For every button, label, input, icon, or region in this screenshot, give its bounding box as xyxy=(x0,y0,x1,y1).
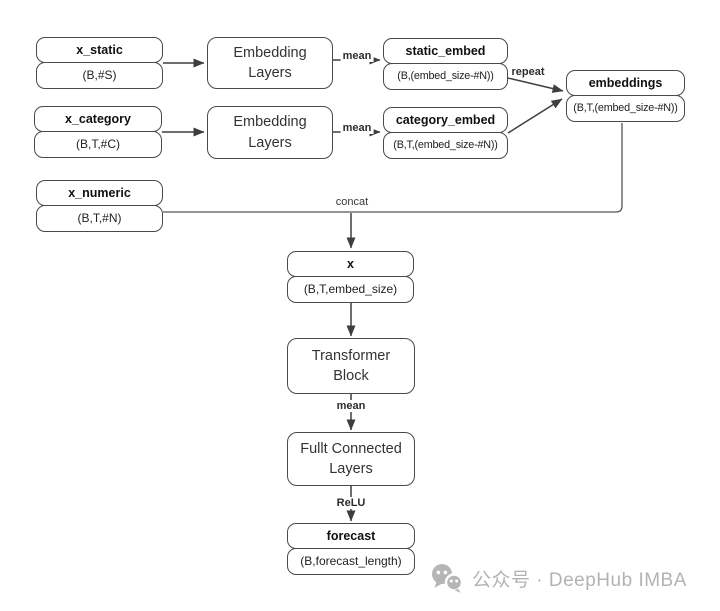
edge-label-mean-category: mean xyxy=(340,122,374,134)
edge-label-mean-static: mean xyxy=(340,50,374,62)
node-forecast-title: forecast xyxy=(287,523,415,549)
node-fully-connected: Fullt Connected Layers xyxy=(287,432,415,486)
node-category-embed-title: category_embed xyxy=(383,107,508,133)
node-x-static: x_static (B,#S) xyxy=(36,37,163,89)
node-static-embed: static_embed (B,(embed_size-#N)) xyxy=(383,38,508,90)
edge-label-concat: concat xyxy=(333,196,371,208)
node-forecast: forecast (B,forecast_length) xyxy=(287,523,415,575)
node-x-title: x xyxy=(287,251,414,277)
node-forecast-shape: (B,forecast_length) xyxy=(287,547,415,575)
edge-label-relu: ReLU xyxy=(334,497,368,509)
node-embeddings-title: embeddings xyxy=(566,70,685,96)
node-x-category-shape: (B,T,#C) xyxy=(34,130,162,158)
watermark: 公众号 · DeepHub IMBA xyxy=(430,563,687,593)
node-static-embed-shape: (B,(embed_size-#N)) xyxy=(383,62,508,90)
node-embedding-layers-bottom: Embedding Layers xyxy=(207,106,333,159)
node-x-category: x_category (B,T,#C) xyxy=(34,106,162,158)
node-category-embed-shape: (B,T,(embed_size-#N)) xyxy=(383,131,508,159)
node-static-embed-title: static_embed xyxy=(383,38,508,64)
node-x-numeric-shape: (B,T,#N) xyxy=(36,204,163,232)
node-x-numeric-title: x_numeric xyxy=(36,180,163,206)
node-fully-connected-label: Fullt Connected Layers xyxy=(300,440,402,477)
edge-label-mean-transformer: mean xyxy=(334,400,368,412)
node-x: x (B,T,embed_size) xyxy=(287,251,414,303)
node-transformer-block-label: Transformer Block xyxy=(311,347,391,384)
node-embeddings: embeddings (B,T,(embed_size-#N)) xyxy=(566,70,685,122)
node-x-numeric: x_numeric (B,T,#N) xyxy=(36,180,163,232)
node-x-static-shape: (B,#S) xyxy=(36,61,163,89)
node-transformer-block: Transformer Block xyxy=(287,338,415,394)
node-x-static-title: x_static xyxy=(36,37,163,63)
node-category-embed: category_embed (B,T,(embed_size-#N)) xyxy=(383,107,508,159)
node-embeddings-shape: (B,T,(embed_size-#N)) xyxy=(566,94,685,122)
node-embedding-layers-bottom-label: Embedding Layers xyxy=(233,114,307,151)
node-embedding-layers-top: Embedding Layers xyxy=(207,37,333,89)
watermark-text: 公众号 · DeepHub IMBA xyxy=(472,569,687,591)
node-x-shape: (B,T,embed_size) xyxy=(287,275,414,303)
edge-label-repeat: repeat xyxy=(509,66,547,78)
wechat-icon xyxy=(432,564,463,593)
node-x-category-title: x_category xyxy=(34,106,162,132)
node-embedding-layers-top-label: Embedding Layers xyxy=(233,44,307,81)
